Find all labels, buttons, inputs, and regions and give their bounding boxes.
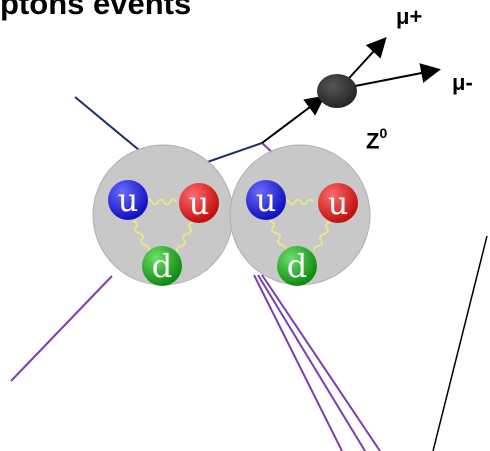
remnant-line-right-1 bbox=[254, 275, 342, 451]
quark-label: u bbox=[256, 181, 277, 219]
mu-minus-arrow bbox=[350, 70, 437, 87]
quark-label: u bbox=[328, 184, 349, 222]
track-line-right bbox=[433, 236, 487, 451]
remnant-line-right-3 bbox=[262, 275, 380, 451]
remnant-line-right-2 bbox=[258, 275, 365, 451]
proton-left: u u d bbox=[93, 145, 233, 286]
quark-label: d bbox=[152, 247, 172, 285]
z-boson-blob bbox=[317, 74, 357, 108]
remnant-line-left bbox=[11, 276, 112, 381]
quark-label: u bbox=[118, 181, 139, 219]
quark-label: d bbox=[287, 247, 307, 285]
proton-right: u u d bbox=[230, 145, 370, 286]
z-boson-line bbox=[262, 98, 322, 143]
quark-label: u bbox=[189, 184, 210, 222]
